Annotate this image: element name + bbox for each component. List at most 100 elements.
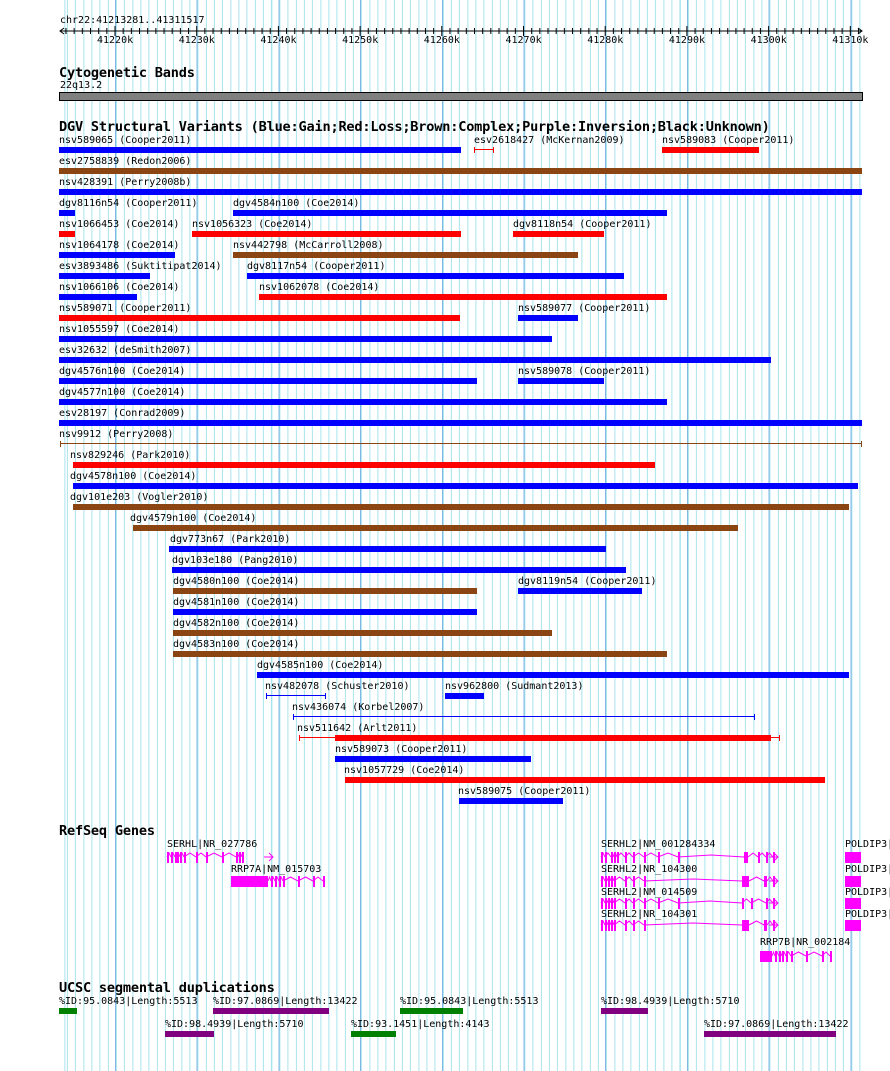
gene-exon[interactable] (239, 852, 241, 863)
gene-exon[interactable] (830, 951, 832, 962)
variant-bar[interactable] (173, 588, 477, 594)
variant-label[interactable]: nsv1066106 (Coe2014) (59, 282, 180, 293)
gene-exon[interactable] (279, 876, 281, 887)
gene-exon[interactable] (658, 852, 660, 863)
gene-exon[interactable] (806, 951, 808, 962)
gene-exon[interactable] (601, 876, 603, 887)
variant-bar[interactable] (59, 336, 552, 342)
variant-start-cap[interactable] (266, 693, 267, 699)
gene-exon[interactable] (786, 951, 788, 962)
gene-exon[interactable] (608, 876, 610, 887)
variant-bar[interactable] (459, 798, 563, 804)
variant-bar[interactable] (335, 735, 771, 741)
gene-exon[interactable] (601, 898, 603, 909)
variant-bar[interactable] (73, 462, 655, 468)
variant-line[interactable] (474, 149, 494, 150)
gene-exon[interactable] (601, 920, 603, 931)
variant-bar[interactable] (59, 189, 862, 195)
gene-exon-block[interactable] (744, 852, 748, 863)
gene-exon[interactable] (175, 852, 177, 863)
gene-exon[interactable] (633, 898, 635, 909)
variant-start-cap[interactable] (293, 714, 294, 720)
gene-exon[interactable] (608, 898, 610, 909)
variant-label[interactable]: nsv442798 (McCarroll2008) (233, 240, 384, 251)
segdup-bar[interactable] (704, 1031, 836, 1037)
gene-exon-block[interactable] (742, 876, 749, 887)
gene-exon[interactable] (323, 876, 325, 887)
gene-label[interactable]: SERHL2|NR_104300 (601, 864, 698, 875)
variant-bar[interactable] (518, 378, 604, 384)
gene-label[interactable]: RRP7B|NR_002184 (760, 937, 851, 948)
variant-bar[interactable] (259, 294, 667, 300)
strand-arrow-icon[interactable] (769, 920, 779, 930)
gene-exon[interactable] (658, 898, 660, 909)
gene-label[interactable]: RRP7A|NM_015703 (231, 864, 322, 875)
variant-label[interactable]: nsv829246 (Park2010) (70, 450, 191, 461)
gene-exon-block[interactable] (764, 920, 767, 931)
gene-exon-block[interactable] (845, 898, 861, 909)
gene-exon[interactable] (633, 876, 635, 887)
segdup-bar[interactable] (59, 1008, 77, 1014)
variant-bar[interactable] (662, 147, 759, 153)
gene-exon[interactable] (605, 920, 607, 931)
gene-label[interactable]: POLDIP3| (845, 864, 890, 875)
variant-label[interactable]: dgv8117n54 (Cooper2011) (247, 261, 386, 272)
variant-bar[interactable] (59, 420, 862, 426)
gene-exon[interactable] (742, 898, 744, 909)
gene-exon[interactable] (180, 852, 182, 863)
variant-label[interactable]: dgv4580n100 (Coe2014) (173, 576, 300, 587)
variant-label[interactable]: dgv101e203 (Vogler2010) (70, 492, 209, 503)
variant-label[interactable]: nsv1056323 (Coe2014) (192, 219, 313, 230)
variant-label[interactable]: dgv8116n54 (Cooper2011) (59, 198, 198, 209)
variant-bar[interactable] (59, 315, 460, 321)
gene-exon-block[interactable] (231, 876, 268, 887)
gene-exon[interactable] (206, 852, 208, 863)
gene-exon-block[interactable] (760, 951, 772, 962)
gene-exon[interactable] (625, 852, 627, 863)
gene-exon[interactable] (614, 876, 616, 887)
variant-bar[interactable] (59, 399, 667, 405)
variant-bar[interactable] (59, 357, 771, 363)
gene-exon[interactable] (779, 951, 781, 962)
gene-label[interactable]: SERHL2|NM_001284334 (601, 839, 716, 850)
cytoband-bar[interactable] (59, 92, 863, 101)
gene-exon[interactable] (758, 852, 760, 863)
variant-label[interactable]: nsv1064178 (Coe2014) (59, 240, 180, 251)
segdups-track-title[interactable]: UCSC segmental duplications (59, 980, 275, 996)
variant-label[interactable]: dgv8119n54 (Cooper2011) (518, 576, 657, 587)
variant-label[interactable]: esv32632 (deSmith2007) (59, 345, 192, 356)
variant-bar[interactable] (345, 777, 825, 783)
gene-exon[interactable] (678, 852, 680, 863)
segdup-bar[interactable] (351, 1031, 396, 1037)
ruler[interactable] (0, 0, 890, 60)
segdup-label[interactable]: %ID:97.0869|Length:13422 (213, 996, 358, 1007)
variant-bar[interactable] (59, 273, 150, 279)
variant-bar[interactable] (518, 588, 642, 594)
variant-label[interactable]: dgv4581n100 (Coe2014) (173, 597, 300, 608)
gene-exon[interactable] (283, 876, 285, 887)
segdup-label[interactable]: %ID:93.1451|Length:4143 (351, 1019, 490, 1030)
variant-label[interactable]: nsv482078 (Schuster2010) (265, 681, 410, 692)
variant-bar[interactable] (133, 525, 738, 531)
gene-exon[interactable] (608, 920, 610, 931)
gene-exon-block[interactable] (742, 920, 749, 931)
segdup-bar[interactable] (400, 1008, 463, 1014)
strand-arrow-icon[interactable] (769, 898, 779, 908)
gene-exon[interactable] (625, 898, 627, 909)
variant-label[interactable]: esv2758839 (Redon2006) (59, 156, 192, 167)
variant-end-cap[interactable] (325, 693, 326, 699)
variant-label[interactable]: nsv962800 (Sudmant2013) (445, 681, 584, 692)
gene-exon[interactable] (633, 920, 635, 931)
gene-exon[interactable] (611, 898, 613, 909)
variant-label[interactable]: dgv773n67 (Park2010) (170, 534, 291, 545)
variant-bar[interactable] (169, 546, 606, 552)
variant-label[interactable]: nsv1055597 (Coe2014) (59, 324, 180, 335)
gene-exon[interactable] (782, 951, 784, 962)
variant-bar[interactable] (59, 168, 862, 174)
gene-exon[interactable] (605, 876, 607, 887)
variant-label[interactable]: nsv589073 (Cooper2011) (335, 744, 468, 755)
gene-exon[interactable] (766, 898, 768, 909)
gene-exon[interactable] (644, 852, 646, 863)
gene-exon[interactable] (605, 898, 607, 909)
segdup-label[interactable]: %ID:95.0843|Length:5513 (59, 996, 198, 1007)
